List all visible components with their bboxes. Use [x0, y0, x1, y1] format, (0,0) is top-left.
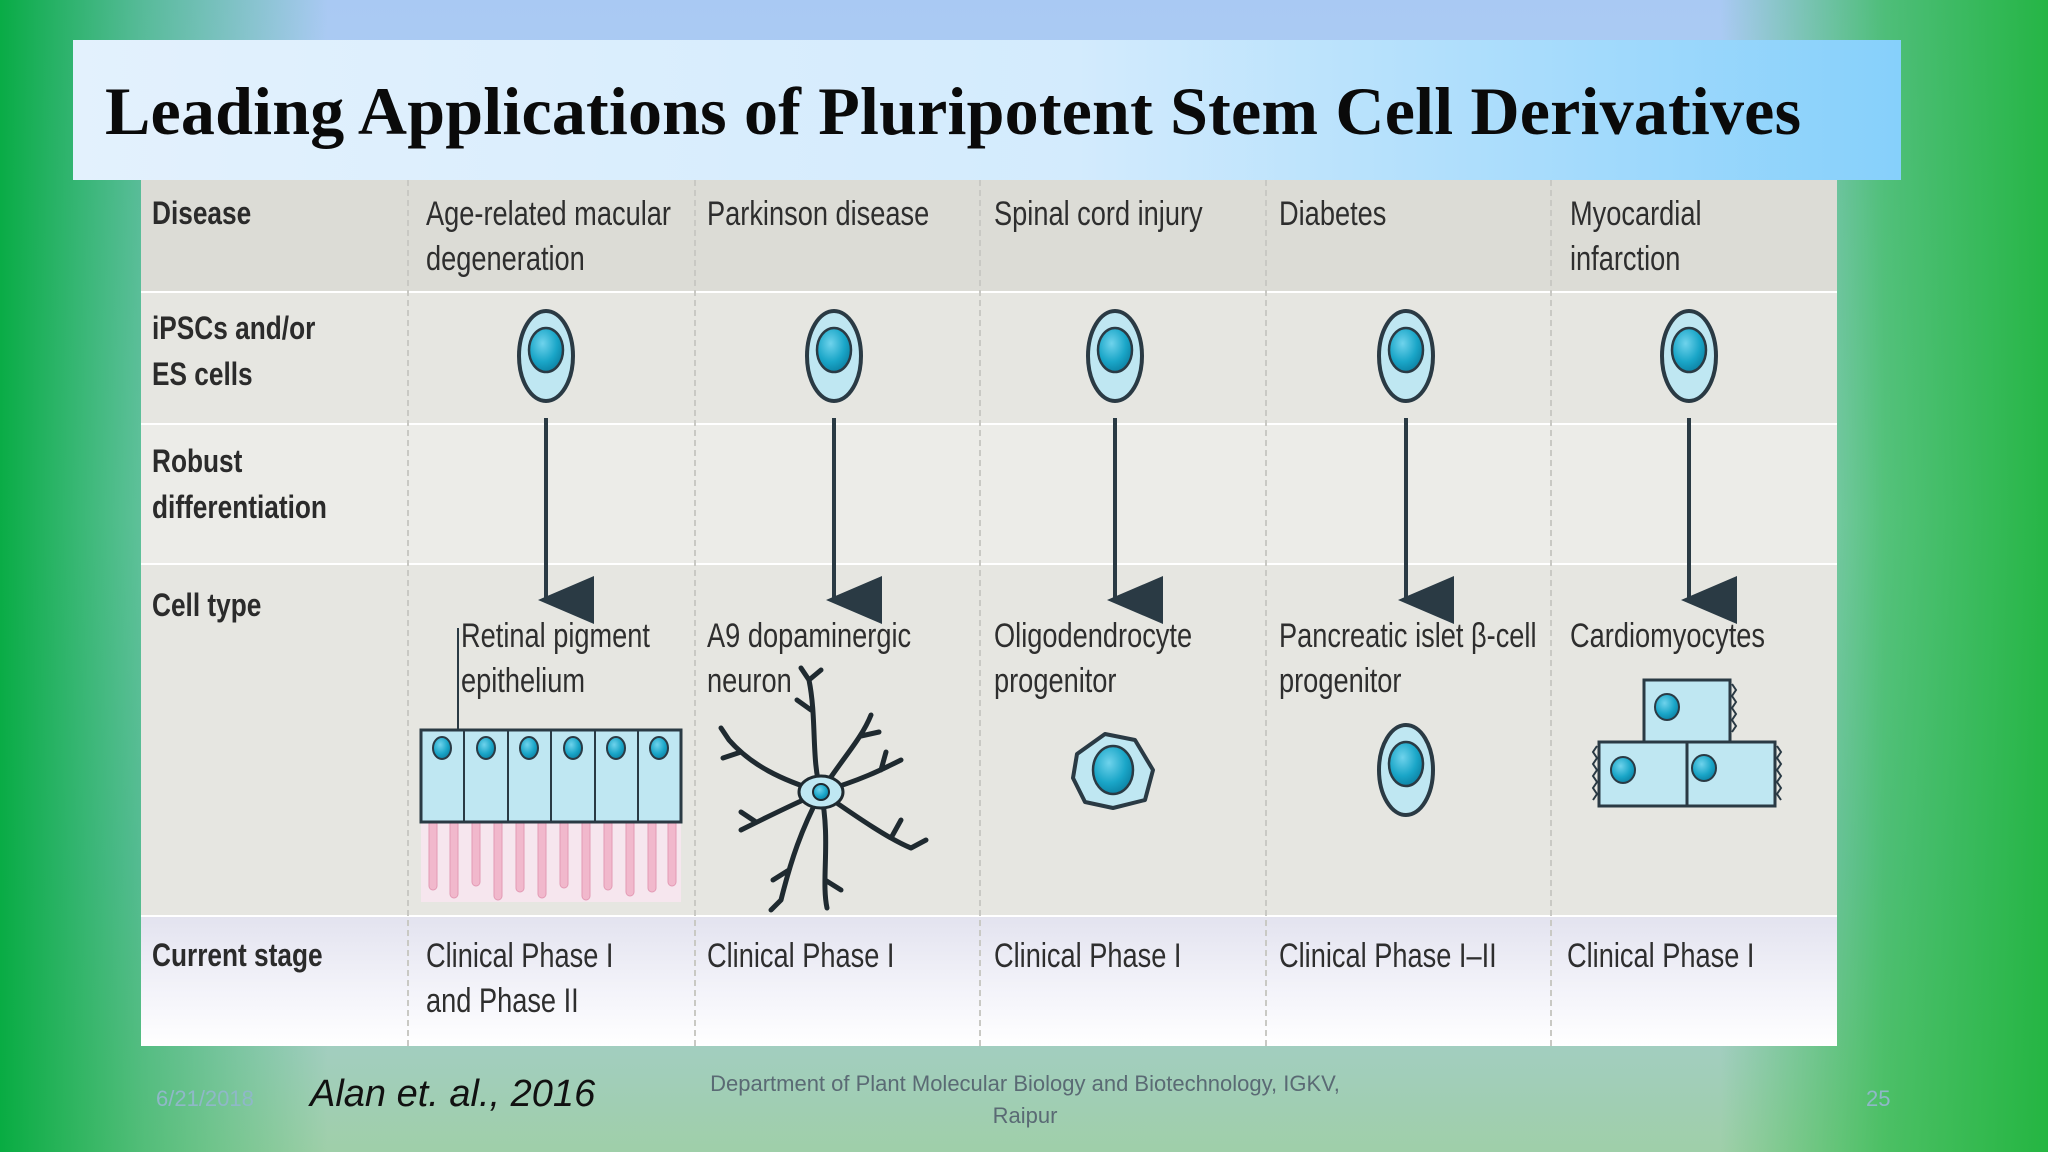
label-robust-differentiation: Robust differentiation — [152, 443, 327, 525]
slide-date: 6/21/2018 — [156, 1086, 254, 1111]
disease-amd: Age-related macular degeneration — [426, 195, 671, 278]
row-cells — [141, 293, 1837, 423]
disease-parkinson: Parkinson disease — [707, 195, 930, 233]
label-ipscs-es-cells: iPSCs and/or ES cells — [152, 310, 316, 392]
stage-amd: Clinical Phase I and Phase II — [426, 937, 614, 1020]
retinal-pigment-epithelium-icon — [419, 628, 683, 902]
label-disease: Disease — [152, 195, 252, 231]
neuron-icon — [718, 665, 929, 913]
label-cell-type: Cell type — [152, 587, 262, 623]
column-divider — [1550, 180, 1552, 1046]
stage-diabetes: Clinical Phase I–II — [1279, 937, 1497, 975]
disease-spinal-cord: Spinal cord injury — [994, 195, 1203, 233]
column-divider — [694, 180, 696, 1046]
celltype-a9-neuron: A9 dopaminergic neuron — [707, 617, 912, 700]
celltype-rpe: Retinal pigment epithelium — [461, 617, 650, 700]
stem-cell-icon — [1377, 309, 1435, 403]
stage-parkinson: Clinical Phase I — [707, 937, 895, 975]
column-divider — [407, 180, 409, 1046]
stem-cell-icon — [805, 309, 863, 403]
oligodendrocyte-icon — [1071, 732, 1155, 810]
row-disease — [141, 180, 1837, 291]
stem-cell-icon — [1660, 309, 1718, 403]
stem-cell-icon — [1086, 309, 1144, 403]
page-number: 25 — [1866, 1086, 1891, 1111]
stem-cell-icon — [517, 309, 575, 403]
disease-myocardial: Myocardial infarction — [1570, 195, 1702, 278]
row-differentiation — [141, 425, 1837, 563]
disease-diabetes: Diabetes — [1279, 195, 1387, 233]
label-current-stage: Current stage — [152, 937, 323, 973]
citation: Alan et. al., 2016 — [310, 1073, 596, 1115]
stem-cell-applications-figure: Disease iPSCs and/or ES cells Robust dif… — [141, 180, 1837, 1046]
department-footer: Department of Plant Molecular Biology an… — [710, 1071, 1340, 1128]
cardiomyocytes-icon — [1591, 678, 1783, 808]
stage-myocardial: Clinical Phase I — [1567, 937, 1755, 975]
column-divider — [979, 180, 981, 1046]
slide-title: Leading Applications of Pluripotent Stem… — [105, 73, 1802, 149]
stage-spinal-cord: Clinical Phase I — [994, 937, 1182, 975]
row-current-stage — [141, 917, 1837, 1046]
cell-illustrations — [419, 309, 1783, 913]
title-bar: Leading Applications of Pluripotent Stem… — [73, 40, 1901, 180]
pancreatic-progenitor-icon — [1377, 723, 1435, 817]
column-divider — [1265, 180, 1267, 1046]
